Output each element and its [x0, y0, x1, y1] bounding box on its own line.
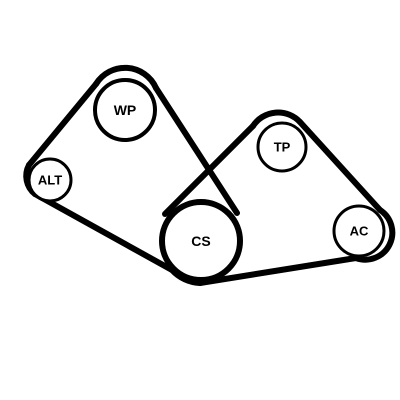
belt-left-upper-run [26, 81, 99, 168]
pulley-tensioner-label: TP [274, 140, 291, 155]
pulley-crankshaft: CS [159, 199, 243, 283]
pulley-tensioner-circle [256, 121, 308, 173]
pulley-ac-compressor-label: AC [350, 224, 369, 239]
belt-right-tp-wrap [250, 109, 303, 129]
belt-right-ac-wrap [353, 207, 396, 263]
belt-left-right-run [153, 85, 240, 216]
pulley-water-pump-circle [93, 78, 157, 142]
belt-right-upper-run [297, 119, 383, 213]
pulley-ac-compressor-circle [332, 204, 386, 258]
pulley-alternator-circle [27, 157, 73, 203]
pulley-alternator-label: ALT [38, 173, 62, 188]
pulley-ac-compressor: AC [332, 204, 386, 258]
belt-left [23, 64, 240, 273]
belt-right-lower-run [197, 255, 359, 286]
pulley-crankshaft-label: CS [191, 233, 210, 249]
pulley-crankshaft-circle [159, 199, 243, 283]
belt-left-wp-wrap [93, 64, 159, 91]
belt-right [162, 109, 396, 286]
pulley-alternator: ALT [27, 157, 73, 203]
belt-left-lower-run [32, 191, 175, 273]
pulley-water-pump: WP [93, 78, 157, 142]
pulley-water-pump-label: WP [114, 102, 137, 118]
belt-right-left-run [162, 123, 256, 217]
pulley-tensioner: TP [256, 121, 308, 173]
